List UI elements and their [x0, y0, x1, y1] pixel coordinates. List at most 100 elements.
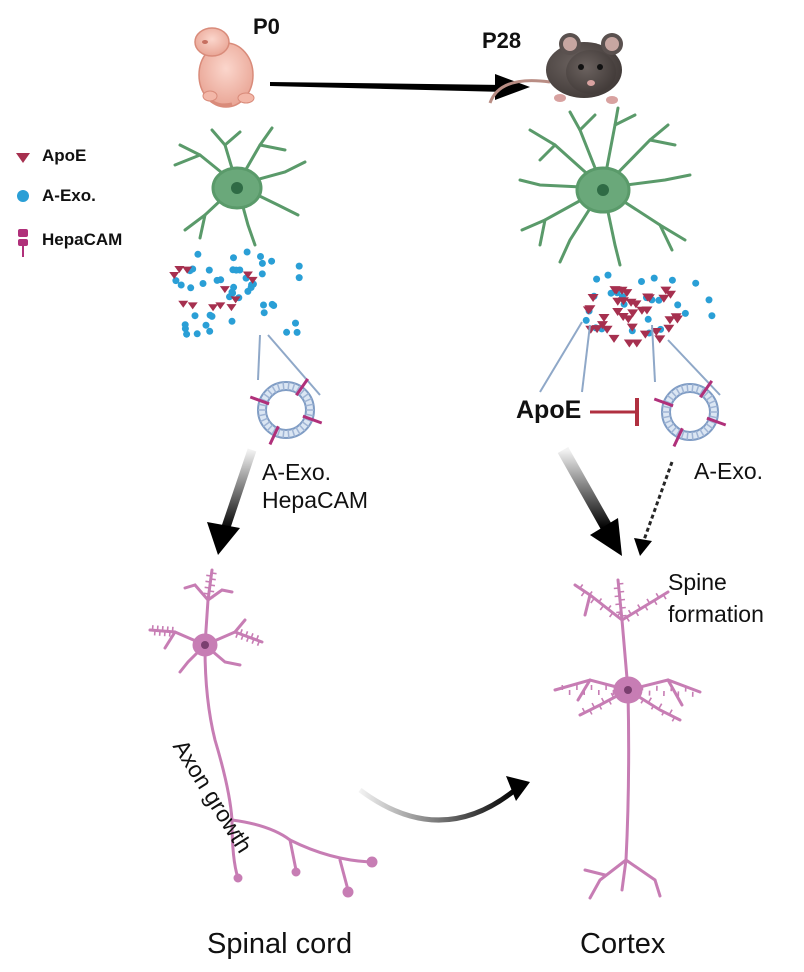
- exosome-dot: [206, 327, 214, 335]
- exosome-dot: [193, 330, 201, 338]
- apoe-triangle: [208, 304, 219, 312]
- region-spinal-cord: Spinal cord: [207, 928, 353, 960]
- hepacam-receptor: [706, 416, 727, 427]
- exosome-dot: [705, 296, 713, 304]
- arrow-exo-to-cortex: [634, 461, 674, 556]
- apoe-triangle: [636, 306, 648, 315]
- exosome-dot: [260, 309, 268, 317]
- apoe-triangle: [670, 313, 682, 322]
- apoe-triangle: [608, 334, 620, 343]
- exosome-dot: [213, 276, 221, 284]
- arrow-to-spinal-cord: [207, 448, 257, 555]
- exosome-dot: [181, 325, 189, 333]
- astrocyte-p0: [173, 126, 307, 247]
- apoe-triangle: [626, 323, 638, 332]
- apoe-triangle: [169, 271, 180, 279]
- exosome-dot: [187, 284, 195, 292]
- apoe-triangle: [654, 335, 666, 344]
- exosome-dot: [293, 328, 301, 336]
- exosome-dot: [258, 270, 266, 278]
- hepacam-receptor: [672, 427, 684, 448]
- dendritic-spines: [151, 572, 694, 722]
- exosome-dot: [655, 296, 663, 304]
- adult-mouse-icon: [488, 33, 623, 104]
- secreted-factors-p28: [582, 271, 716, 348]
- stage-label-p0: P0: [253, 14, 280, 39]
- exosome-dot: [295, 262, 303, 270]
- exosome-dot: [681, 309, 689, 317]
- legend-icons: [16, 153, 30, 257]
- exosome-dot: [258, 259, 266, 267]
- left-pathway-line1: A-Exo.: [262, 459, 332, 485]
- apoe-triangle: [242, 271, 253, 279]
- exosome-vesicle-right: [653, 380, 727, 448]
- triangle-icon: [16, 153, 30, 163]
- apoe-triangle: [658, 294, 670, 303]
- exosome-dot: [243, 248, 251, 256]
- apoe-triangle: [631, 339, 643, 348]
- region-cortex: Cortex: [580, 928, 666, 960]
- apoe-triangle: [226, 304, 237, 312]
- exosome-vesicle-left: [249, 378, 323, 446]
- zoom-lines-left: [257, 334, 321, 396]
- apoe-triangle: [601, 325, 613, 334]
- exosome-dot: [257, 253, 264, 260]
- circle-icon: [17, 190, 29, 202]
- apoe-triangle: [247, 276, 258, 284]
- apoe-triangle: [612, 297, 624, 306]
- receptor-icon: [18, 229, 28, 257]
- exosome-dot: [638, 278, 645, 285]
- exosome-dot: [268, 300, 276, 308]
- left-pathway-line2: HepaCAM: [262, 487, 369, 513]
- exosome-dot: [593, 275, 601, 283]
- apoe-triangle: [664, 316, 676, 325]
- exosome-dot: [604, 271, 612, 279]
- hepacam-receptor: [302, 414, 323, 425]
- apoe-label: ApoE: [516, 396, 582, 424]
- legend-exosome: A-Exo.: [42, 186, 96, 205]
- zoom-lines-right: [539, 321, 721, 396]
- exosome-dot: [177, 281, 185, 289]
- legend-apoe: ApoE: [42, 146, 87, 165]
- apoe-triangle: [174, 265, 185, 273]
- apoe-triangle: [639, 330, 651, 339]
- exosome-dot: [692, 279, 700, 287]
- spinal-cord-neuron: [148, 568, 378, 898]
- apoe-triangle: [617, 313, 629, 322]
- hepacam-receptor: [699, 380, 714, 399]
- exosome-dot: [708, 312, 716, 320]
- exosome-dot: [206, 311, 214, 319]
- maturation-arrow: [358, 776, 530, 823]
- exosome-dot: [295, 274, 303, 282]
- apoe-triangle: [598, 314, 610, 323]
- exosome-dot: [232, 266, 240, 274]
- exosome-dot: [172, 277, 180, 285]
- apoe-triangle: [622, 315, 634, 324]
- exosome-dot: [247, 284, 255, 291]
- apoe-triangle: [663, 324, 675, 333]
- apoe-triangle: [187, 302, 198, 310]
- exosome-dot: [183, 330, 191, 338]
- exosome-dot: [582, 316, 590, 324]
- arrow-apoe-to-cortex: [557, 447, 622, 556]
- exosome-dot: [260, 301, 267, 309]
- left-pathway-label: A-Exo. HepaCAM: [262, 458, 368, 514]
- exosome-dot: [650, 274, 658, 282]
- apoe-triangle: [630, 300, 642, 309]
- stage-label-p28: P28: [482, 28, 522, 53]
- development-arrow: [270, 74, 530, 100]
- hepacam-receptor: [249, 395, 270, 406]
- exosome-dot: [607, 289, 615, 297]
- apoe-triangle: [178, 300, 189, 308]
- apoe-triangle: [650, 328, 662, 337]
- apoe-triangle: [643, 294, 655, 303]
- exo-label: A-Exo.: [694, 458, 764, 484]
- apoe-triangle: [582, 306, 594, 315]
- exosome-dot: [191, 312, 199, 320]
- apoe-triangle: [612, 307, 624, 316]
- secreted-factors-p0: [169, 248, 303, 338]
- inhibition-symbol: [590, 398, 639, 426]
- exosome-dot: [268, 257, 276, 265]
- exosome-dot: [230, 254, 237, 262]
